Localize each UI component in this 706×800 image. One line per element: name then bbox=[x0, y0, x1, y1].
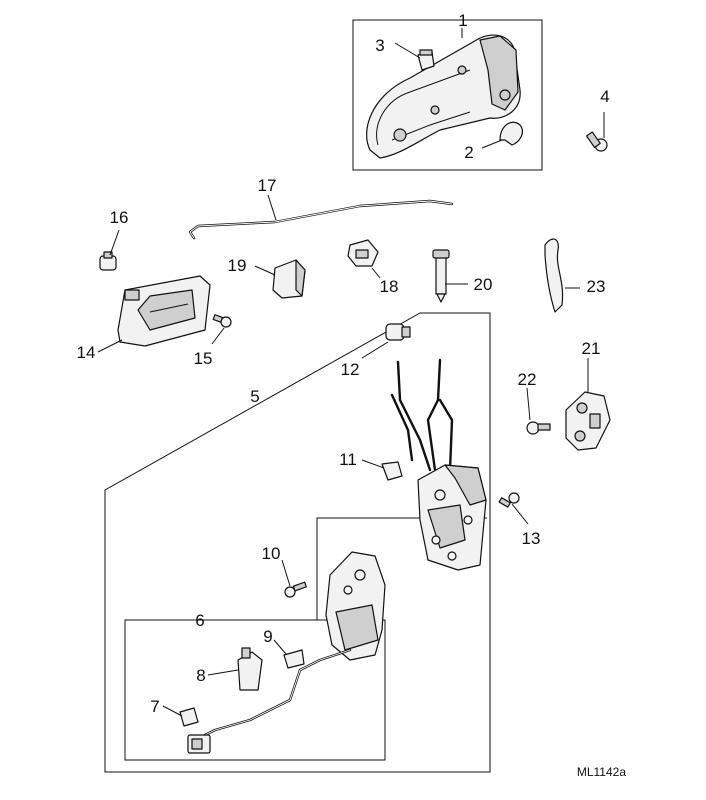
callout-4: 4 bbox=[600, 87, 609, 106]
callout-23: 23 bbox=[587, 277, 606, 296]
callout-5: 5 bbox=[250, 387, 259, 406]
diagram-reference: ML1142a bbox=[577, 765, 626, 779]
lock-actuator bbox=[203, 551, 386, 737]
lock-sleeve bbox=[544, 238, 564, 313]
actuator-bracket bbox=[237, 647, 263, 691]
handle-grommet bbox=[417, 49, 435, 71]
callout-3: 3 bbox=[375, 36, 384, 55]
frame-item-1 bbox=[352, 19, 543, 171]
lock-grommet bbox=[385, 323, 411, 341]
latch-screw bbox=[498, 492, 520, 508]
striker-screw bbox=[526, 421, 551, 435]
striker-plate bbox=[565, 391, 611, 451]
actuator-clip-small bbox=[283, 649, 305, 669]
callout-17: 17 bbox=[258, 176, 277, 195]
latch-clip bbox=[381, 461, 403, 481]
handle-clip bbox=[499, 121, 524, 146]
striker-pin bbox=[432, 249, 450, 303]
callout-16: 16 bbox=[110, 208, 129, 227]
interior-handle-screw bbox=[212, 314, 232, 328]
callout-21: 21 bbox=[582, 339, 601, 358]
lock-pad bbox=[272, 259, 306, 299]
callout-11: 11 bbox=[339, 450, 357, 469]
callout-1: 1 bbox=[458, 11, 467, 30]
callout-14: 14 bbox=[77, 343, 96, 362]
callout-8: 8 bbox=[196, 666, 205, 685]
operating-rod bbox=[188, 199, 454, 240]
callout-19: 19 bbox=[228, 256, 247, 275]
actuator-connector bbox=[187, 734, 211, 754]
callout-13: 13 bbox=[522, 529, 541, 548]
frame-item-5 bbox=[104, 312, 491, 773]
callout-2: 2 bbox=[464, 143, 473, 162]
leader-lines bbox=[97, 28, 605, 717]
rod-clip bbox=[99, 251, 117, 271]
frame-item-6 bbox=[124, 619, 386, 761]
actuator-clip bbox=[179, 707, 199, 727]
callout-12: 12 bbox=[341, 360, 360, 379]
callout-20: 20 bbox=[474, 275, 493, 294]
rod-guide-clip bbox=[347, 239, 379, 267]
handle-screw bbox=[585, 131, 608, 152]
callout-7: 7 bbox=[150, 697, 159, 716]
interior-door-handle bbox=[117, 275, 211, 347]
callout-labels: 1 2 3 4 5 6 7 8 9 10 11 12 13 14 15 16 1… bbox=[77, 11, 610, 716]
actuator-screw bbox=[284, 581, 307, 598]
door-latch-assembly bbox=[390, 358, 487, 571]
callout-22: 22 bbox=[518, 370, 537, 389]
callout-15: 15 bbox=[194, 349, 213, 368]
callout-18: 18 bbox=[380, 277, 399, 296]
callout-6: 6 bbox=[195, 611, 204, 630]
callout-10: 10 bbox=[262, 544, 281, 563]
callout-9: 9 bbox=[263, 627, 272, 646]
exterior-door-handle bbox=[366, 34, 521, 159]
